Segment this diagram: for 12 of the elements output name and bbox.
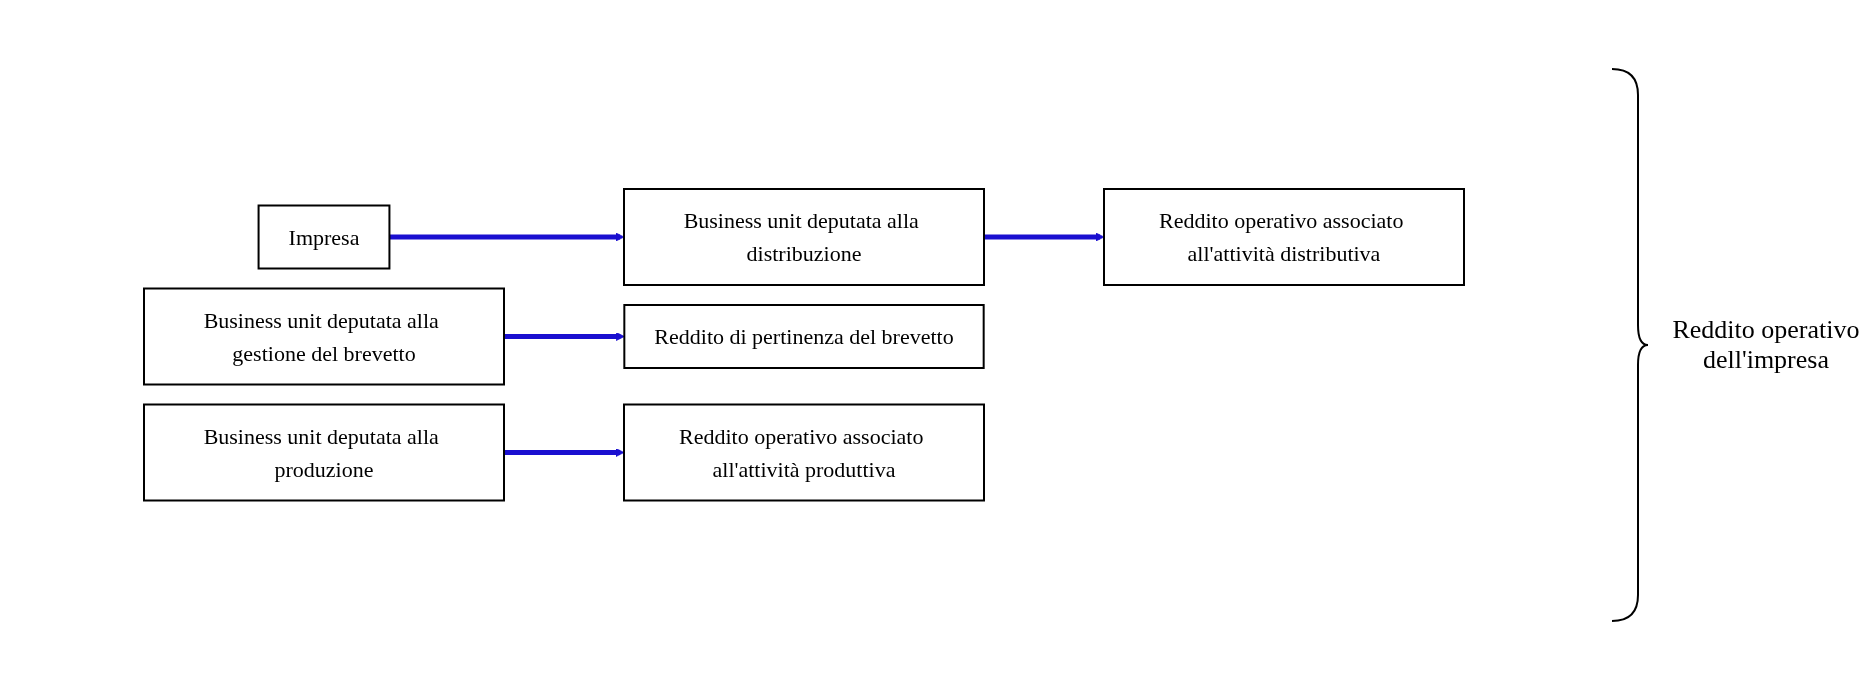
node-box: Reddito operativo associato all'attività distributiva (1103, 187, 1465, 286)
note-text: Reddito operativo dell'impresa (1671, 314, 1861, 375)
node-box: Business unit deputata alla produzione (143, 403, 505, 502)
arrow (984, 232, 1105, 242)
node-box: Business unit deputata alla distribuzione (623, 187, 985, 286)
arrow (504, 447, 625, 457)
arrow (389, 232, 625, 242)
node-box: Impresa (257, 204, 391, 270)
node-box: Reddito di pertinenza del brevetto (623, 303, 985, 369)
arrow (504, 331, 625, 341)
node-box: Reddito operativo associato all'attività produttiva (623, 403, 985, 502)
node-box: Business unit deputata alla gestione del brevetto (143, 287, 505, 386)
